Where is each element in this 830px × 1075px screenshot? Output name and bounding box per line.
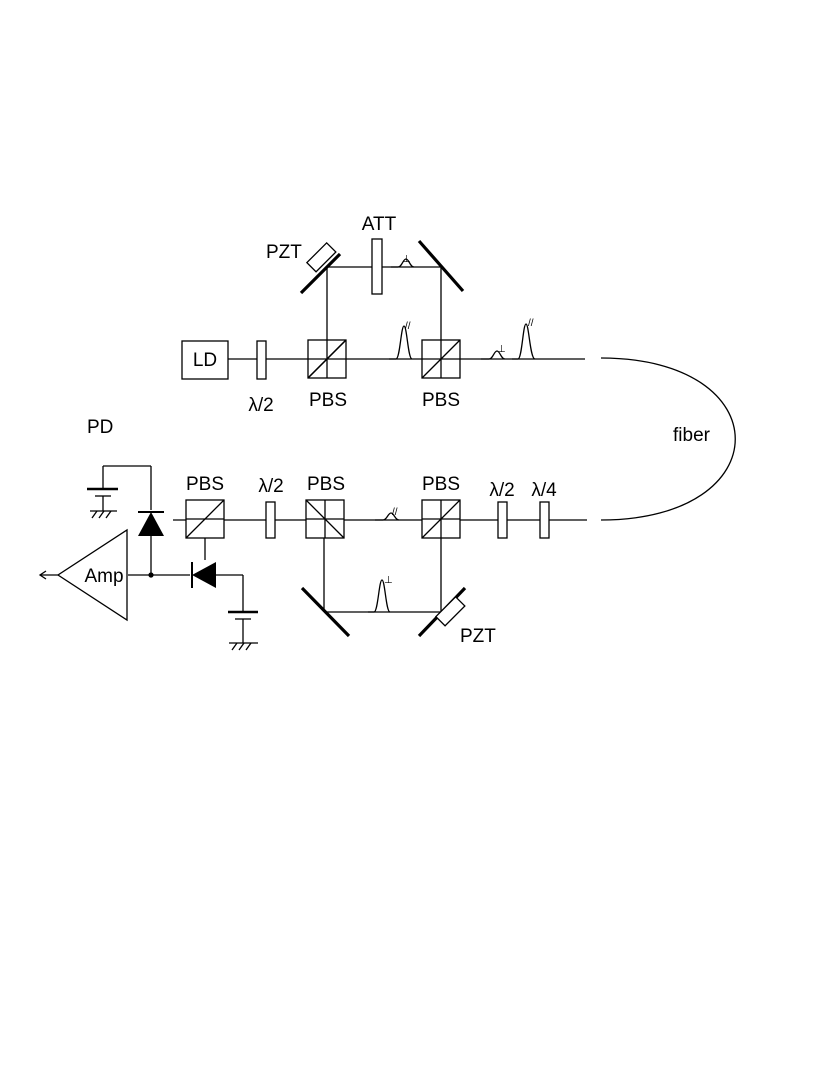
pulse-small-upper: [391, 258, 415, 268]
fiber-loop: [600, 357, 736, 521]
amplifier: [56, 528, 128, 622]
fiber-section: fiber: [600, 357, 736, 521]
amp-output-arrow: [38, 570, 47, 580]
pbs-bottom-middle-label: PBS: [307, 474, 345, 495]
pzt-bottom: [434, 595, 466, 627]
pbs-top-left-label: PBS: [309, 390, 347, 411]
half-wave-plate-top-label: λ/2: [248, 395, 273, 416]
mirror-top-right: [417, 239, 465, 293]
perp-mark-output: ⊥: [497, 344, 506, 355]
pulse-tall-output: [512, 323, 536, 360]
parallel-mark-middle: //: [405, 321, 411, 332]
half-wave-plate-top: [256, 340, 267, 380]
attenuator: [371, 238, 383, 295]
quarter-wave-plate-label: λ/4: [531, 480, 557, 501]
mirror-bottom-left: [300, 586, 351, 638]
receiver-section: PBS λ/2 PBS // PBS λ/2 λ/4 P: [38, 417, 587, 651]
parallel-mark-bottom: //: [392, 507, 398, 518]
laser-diode-label: LD: [193, 350, 217, 371]
pulse-small-bottom: [375, 512, 400, 521]
fiber-label: fiber: [673, 425, 711, 446]
pzt-top-label: PZT: [266, 242, 302, 263]
pzt-top: [305, 241, 337, 273]
laser-diode-box: [181, 340, 229, 380]
pbs-top-right-label: PBS: [422, 390, 460, 411]
pulse-small-output: [481, 350, 506, 360]
parallel-mark-output: //: [528, 318, 534, 329]
pulse-tall-middle: [389, 325, 413, 360]
photodiode-lower: [192, 562, 216, 588]
pbs-bottom-right-label: PBS: [422, 474, 460, 495]
half-wave-plate-bottom-left: [265, 501, 276, 539]
photodiode-upper: [138, 512, 164, 536]
photodiode-label: PD: [87, 417, 113, 438]
amplifier-label: Amp: [84, 566, 123, 587]
pbs-bottom-left-label: PBS: [186, 474, 224, 495]
half-wave-plate-bottom-right: [497, 501, 508, 539]
perp-mark-upper: ⊥: [402, 254, 411, 265]
transmitter-section: LD λ/2 PBS PBS PZT ATT ⊥: [181, 214, 585, 416]
perp-mark-lower: ⊥: [384, 575, 393, 586]
attenuator-label: ATT: [362, 214, 397, 235]
mirror-top-left: [299, 252, 342, 295]
pulse-tall-lower: [368, 579, 391, 613]
quarter-wave-plate: [539, 501, 550, 539]
balanced-detector-circuit: Amp: [38, 465, 258, 651]
half-wave-plate-bottom-right-label: λ/2: [489, 480, 514, 501]
half-wave-plate-bottom-left-label: λ/2: [258, 476, 283, 497]
pzt-bottom-label: PZT: [460, 626, 496, 647]
